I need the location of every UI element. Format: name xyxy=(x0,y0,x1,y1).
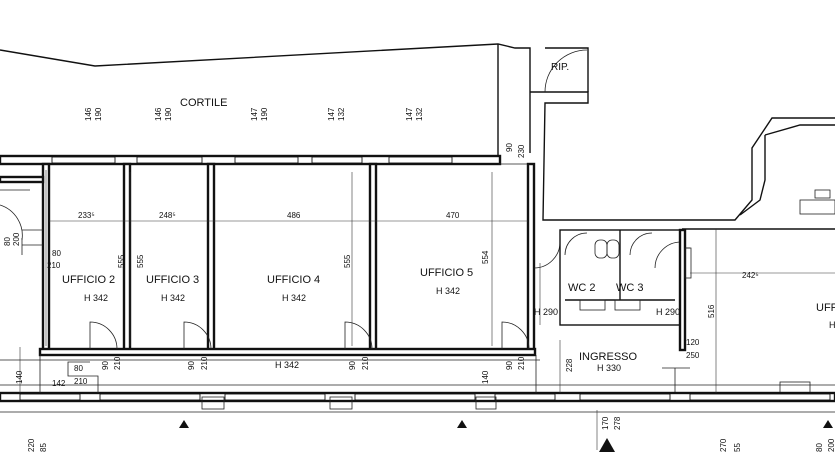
dim-ufficio-4-depth: 555 xyxy=(343,254,352,268)
dimension-lines xyxy=(19,170,835,450)
label-ufficio-right: UFF xyxy=(816,302,835,314)
label-ufficio-4: UFFICIO 4 xyxy=(267,274,320,286)
dim-ufficio-5-width: 470 xyxy=(446,211,460,220)
dim-bottom-left-80: 80 xyxy=(74,364,83,373)
height-corridor: H 342 xyxy=(275,360,299,370)
dim-right-242: 242⁵ xyxy=(742,271,759,280)
dim-ufficio-3-width: 248⁵ xyxy=(159,211,176,220)
courtyard-outline xyxy=(0,43,835,221)
label-wc-2: WC 2 xyxy=(568,282,596,294)
dim-bottom-85: 85 xyxy=(39,443,48,452)
dim-door-4-90: 90 xyxy=(348,361,357,370)
dim-left-210: 210 xyxy=(47,261,61,270)
dim-bottom-278: 278 xyxy=(613,416,622,430)
height-right-office: H xyxy=(829,320,835,330)
dim-bottom-left-142: 142 xyxy=(52,379,66,388)
dim-w3-a: 147 xyxy=(250,107,259,121)
dim-door-4-210: 210 xyxy=(361,356,370,370)
level-markers xyxy=(179,420,833,452)
height-ufficio-5: H 342 xyxy=(436,286,460,296)
dim-door-5-210: 210 xyxy=(517,356,526,370)
dim-ufficio-2-width: 233⁵ xyxy=(78,211,95,220)
top-exterior-wall xyxy=(0,154,530,166)
window-1 xyxy=(51,156,116,164)
dim-w2-b: 190 xyxy=(164,107,173,121)
dim-left-80: 80 xyxy=(52,249,61,258)
height-wc-right: H 290 xyxy=(656,307,680,317)
dim-bottom-55: 55 xyxy=(733,443,742,452)
dim-w1-b: 190 xyxy=(94,107,103,121)
height-ufficio-3: H 342 xyxy=(161,293,185,303)
label-ufficio-5: UFFICIO 5 xyxy=(420,267,473,279)
dim-bottom-170: 170 xyxy=(601,416,610,430)
bottom-exterior-wall xyxy=(0,355,835,413)
dim-ingresso-250: 250 xyxy=(686,351,700,360)
dim-courtyard-90: 90 xyxy=(505,143,514,152)
label-wc-3: WC 3 xyxy=(616,282,644,294)
dim-courtyard-230: 230 xyxy=(517,144,526,158)
label-rip: RIP. xyxy=(551,62,569,73)
dim-bottom-220: 220 xyxy=(27,438,36,452)
dim-door-2-90: 90 xyxy=(101,361,110,370)
dim-bottom-right-200: 200 xyxy=(827,438,835,452)
dim-w5-b: 132 xyxy=(415,107,424,121)
dim-door-2-210: 210 xyxy=(113,356,122,370)
dim-door-3-210: 210 xyxy=(200,356,209,370)
dim-bottom-270: 270 xyxy=(719,438,728,452)
dim-ufficio-4-width: 486 xyxy=(287,211,301,220)
window-4 xyxy=(311,156,363,164)
dim-left-vert-200: 200 xyxy=(12,232,21,246)
label-ufficio-3: UFFICIO 3 xyxy=(146,274,199,286)
dim-bottom-left-210: 210 xyxy=(74,377,88,386)
height-ufficio-2: H 342 xyxy=(84,293,108,303)
dim-w1-a: 146 xyxy=(84,107,93,121)
height-ufficio-4: H 342 xyxy=(282,293,306,303)
window-3 xyxy=(234,156,299,164)
label-cortile: CORTILE xyxy=(180,97,227,109)
dim-w4-b: 132 xyxy=(337,107,346,121)
dim-bottom-left-140: 140 xyxy=(15,370,24,384)
dim-bottom-right-80: 80 xyxy=(815,443,824,452)
dim-ufficio-2-depth: 555 xyxy=(117,254,126,268)
dim-right-516: 516 xyxy=(707,304,716,318)
wc-block xyxy=(559,228,692,352)
dim-corridor-140: 140 xyxy=(481,370,490,384)
dim-door-5-90: 90 xyxy=(505,361,514,370)
height-wc-left: H 290 xyxy=(534,307,558,317)
window-5 xyxy=(388,156,453,164)
dim-ingresso-120: 120 xyxy=(686,338,700,347)
label-ufficio-2: UFFICIO 2 xyxy=(62,274,115,286)
office-partitions xyxy=(0,162,537,357)
window-2 xyxy=(136,156,203,164)
dim-w2-a: 146 xyxy=(154,107,163,121)
dim-w3-b: 190 xyxy=(260,107,269,121)
dim-w5-a: 147 xyxy=(405,107,414,121)
dim-ufficio-3-depth: 555 xyxy=(136,254,145,268)
height-ingresso: H 330 xyxy=(597,363,621,373)
dim-door-3-90: 90 xyxy=(187,361,196,370)
dim-wc-228: 228 xyxy=(565,358,574,372)
dim-w4-a: 147 xyxy=(327,107,336,121)
label-ingresso: INGRESSO xyxy=(579,351,638,363)
dim-left-vert-80: 80 xyxy=(3,237,12,246)
dim-ufficio-5-depth: 554 xyxy=(481,250,490,264)
